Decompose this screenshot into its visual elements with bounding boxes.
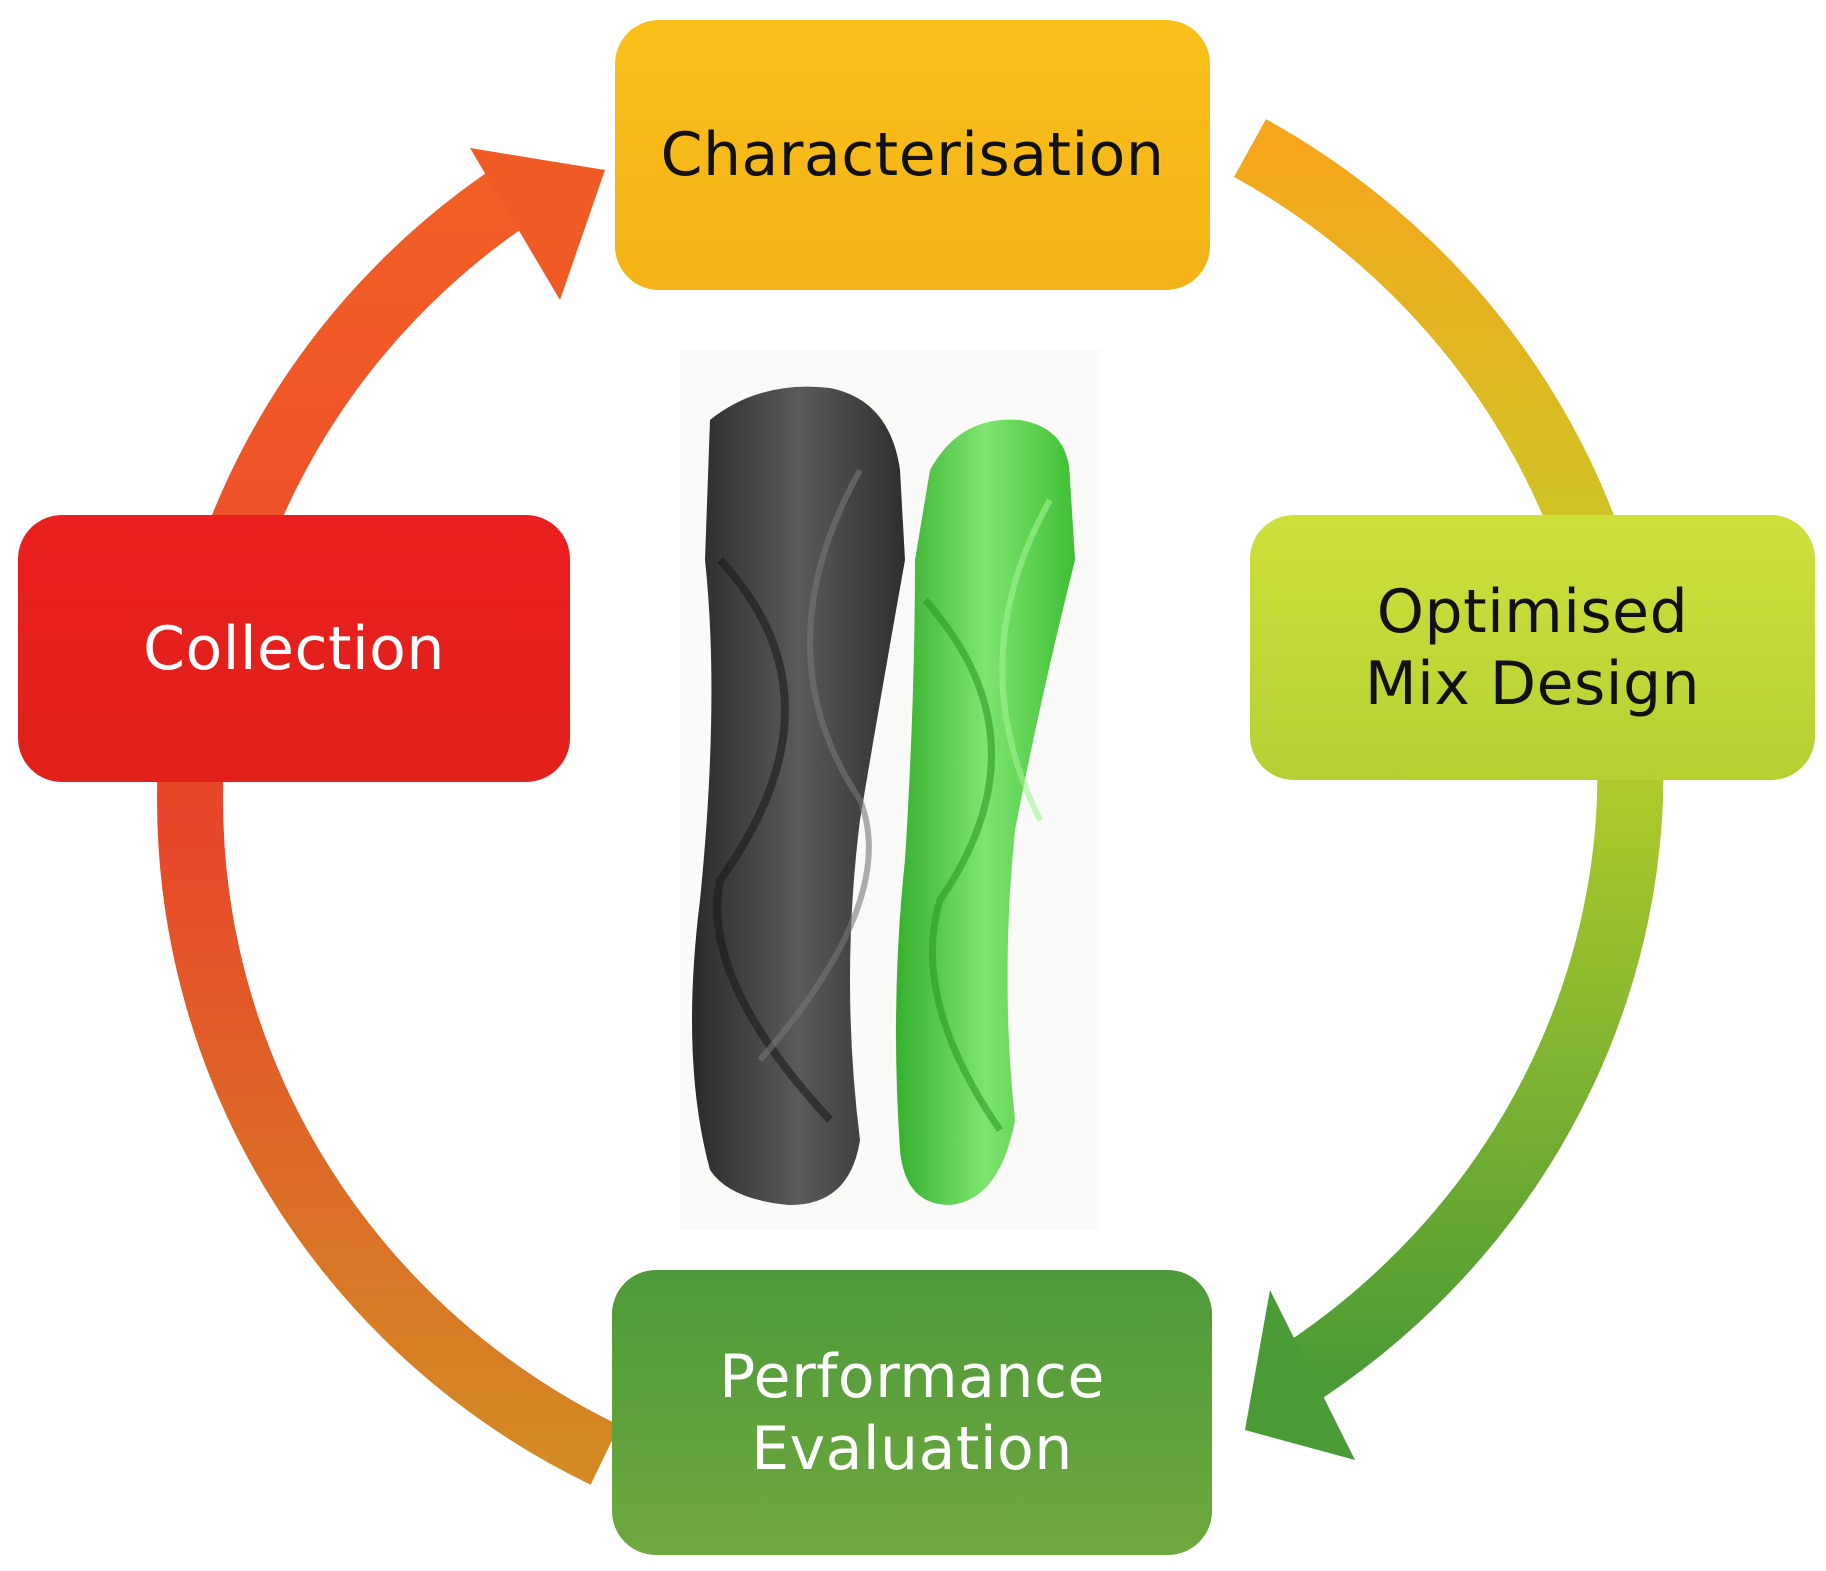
- cycle-arrowhead-bottom-right: [1245, 1290, 1355, 1460]
- stage-performance-evaluation: Performance Evaluation: [612, 1270, 1212, 1555]
- stage-characterisation: Characterisation: [615, 20, 1210, 290]
- stage-label-collection: Collection: [143, 613, 445, 684]
- cycle-arrow-left-arc: [156, 162, 620, 1485]
- stage-collection: Collection: [18, 515, 570, 782]
- cycle-arrowhead-top-left: [470, 148, 605, 300]
- twisted-cylinders-icon: [680, 350, 1100, 1230]
- stage-optimised-mix-design: Optimised Mix Design: [1250, 515, 1815, 780]
- stage-label-characterisation: Characterisation: [660, 120, 1165, 190]
- stage-label-performance-evaluation: Performance Evaluation: [719, 1341, 1105, 1484]
- stage-label-optimised-mix-design: Optimised Mix Design: [1364, 576, 1701, 719]
